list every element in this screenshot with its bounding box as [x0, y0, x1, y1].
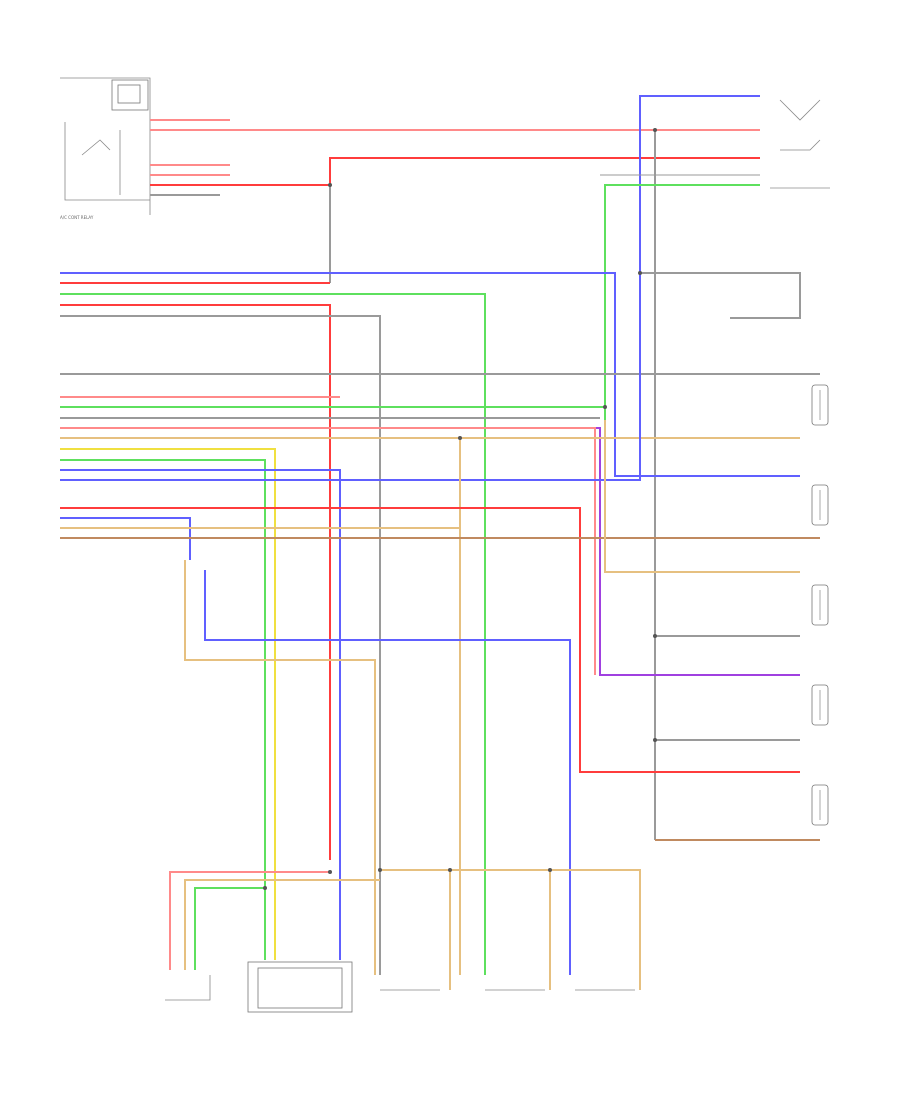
relay-wires [150, 119, 760, 283]
sensor-2 [811, 484, 829, 526]
bottom-component-1 [165, 975, 211, 1001]
ac-control-relay: A/C CONT RELAY [60, 77, 151, 220]
upper-right-switch [600, 95, 830, 840]
right-sensors-wires [604, 420, 820, 841]
sensor-4 [811, 684, 829, 726]
ecm-connector-c-wires [60, 507, 820, 975]
ecm-connector-a-wires [60, 272, 801, 975]
bottom-component-2 [247, 961, 353, 1013]
junction-dots [263, 128, 657, 890]
ac-relay-label: A/C CONT RELAY [60, 215, 94, 220]
sensor-3 [811, 584, 829, 626]
sensor-5 [811, 784, 829, 826]
bottom-wires [169, 869, 641, 990]
sensor-1 [811, 384, 829, 426]
